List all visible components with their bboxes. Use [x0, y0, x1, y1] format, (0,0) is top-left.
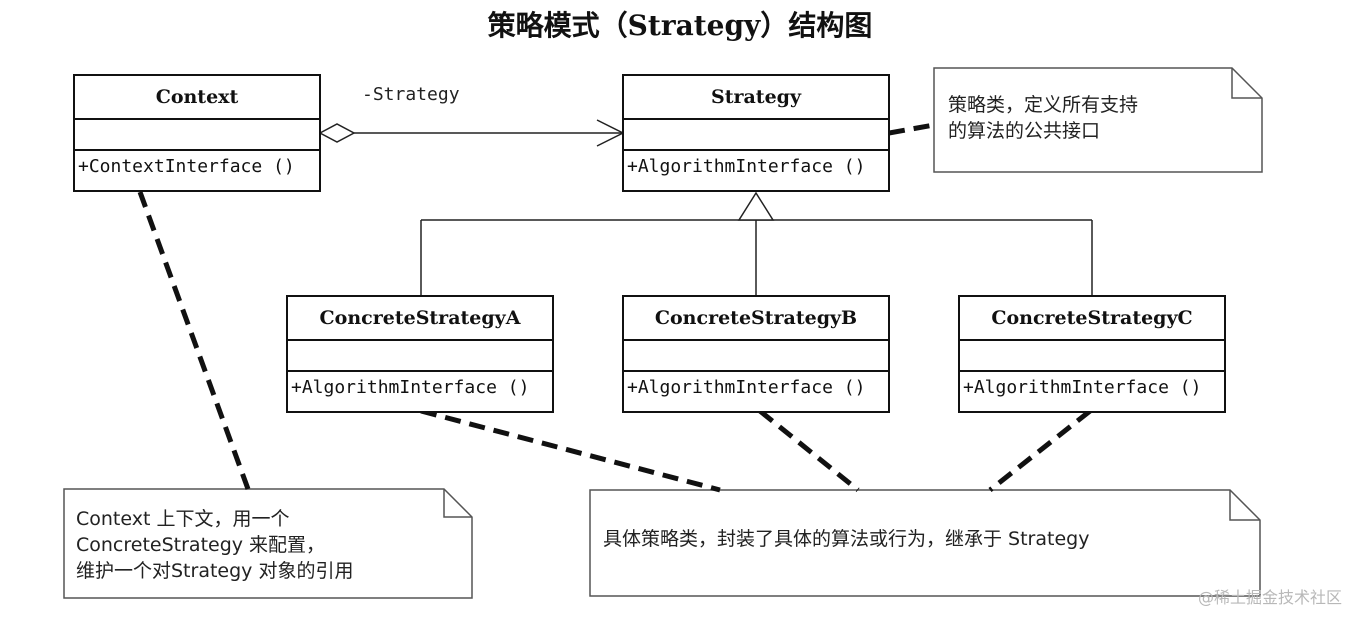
concrete-strategy-a-attributes	[288, 341, 552, 372]
concrete-strategy-c-name: ConcreteStrategyC	[960, 297, 1224, 341]
concrete-strategy-b-class[interactable]: ConcreteStrategyB +AlgorithmInterface ()	[622, 295, 890, 413]
strategy-class-operation: +AlgorithmInterface ()	[627, 156, 866, 177]
context-note-anchor	[137, 191, 251, 490]
concrete-note-anchor-b	[758, 409, 860, 492]
inheritance-triangle	[737, 191, 775, 221]
context-note: Context 上下文，用一个 ConcreteStrategy 来配置， 维护…	[76, 506, 436, 584]
strategy-note-fold	[1231, 68, 1262, 99]
concrete-strategy-c-attributes	[960, 341, 1224, 372]
concrete-strategy-c-class[interactable]: ConcreteStrategyC +AlgorithmInterface ()	[958, 295, 1226, 413]
strategy-note-line: 策略类，定义所有支持	[948, 94, 1139, 116]
concrete-note-anchor-a	[420, 408, 721, 493]
watermark: @稀土掘金技术社区	[1197, 588, 1342, 607]
strategy-note: 策略类，定义所有支持 的算法的公共接口	[948, 92, 1228, 144]
context-note-fold	[443, 489, 472, 518]
concrete-strategy-a-class[interactable]: ConcreteStrategyA +AlgorithmInterface ()	[286, 295, 554, 413]
concrete-strategy-b-name: ConcreteStrategyB	[624, 297, 888, 341]
context-note-line: Context 上下文，用一个	[76, 508, 290, 530]
strategy-note-line: 的算法的公共接口	[948, 120, 1101, 142]
concrete-strategy-a-name: ConcreteStrategyA	[288, 297, 552, 341]
concrete-note-fold	[1229, 490, 1260, 521]
aggregation-diamond	[318, 123, 356, 143]
strategy-note-shape	[933, 67, 1263, 173]
diagram-title: 策略模式（Strategy）结构图	[487, 9, 873, 42]
context-class-name: Context	[75, 76, 319, 120]
strategy-class-name: Strategy	[624, 76, 888, 120]
context-note-shape	[63, 488, 473, 599]
strategy-class-attributes	[624, 120, 888, 151]
concrete-strategy-c-operation: +AlgorithmInterface ()	[963, 377, 1202, 398]
concrete-strategy-b-operation: +AlgorithmInterface ()	[627, 377, 866, 398]
context-note-line: ConcreteStrategy 来配置，	[76, 534, 326, 556]
strategy-note-anchor	[888, 122, 935, 136]
concrete-strategy-b-attributes	[624, 341, 888, 372]
context-note-line: 维护一个对Strategy 对象的引用	[76, 560, 354, 582]
association-role-label: -Strategy	[362, 84, 460, 105]
concrete-note-anchor-c	[988, 409, 1092, 492]
context-class-operation: +ContextInterface ()	[78, 156, 295, 177]
context-class-attributes	[75, 120, 319, 151]
strategy-class[interactable]: Strategy +AlgorithmInterface ()	[622, 74, 890, 192]
concrete-note-shape	[589, 489, 1261, 597]
concrete-note-line: 具体策略类，封装了具体的算法或行为，继承于 Strategy	[603, 528, 1090, 550]
context-class[interactable]: Context +ContextInterface ()	[73, 74, 321, 192]
concrete-strategy-a-operation: +AlgorithmInterface ()	[291, 377, 530, 398]
concrete-note: 具体策略类，封装了具体的算法或行为，继承于 Strategy	[603, 526, 1223, 552]
